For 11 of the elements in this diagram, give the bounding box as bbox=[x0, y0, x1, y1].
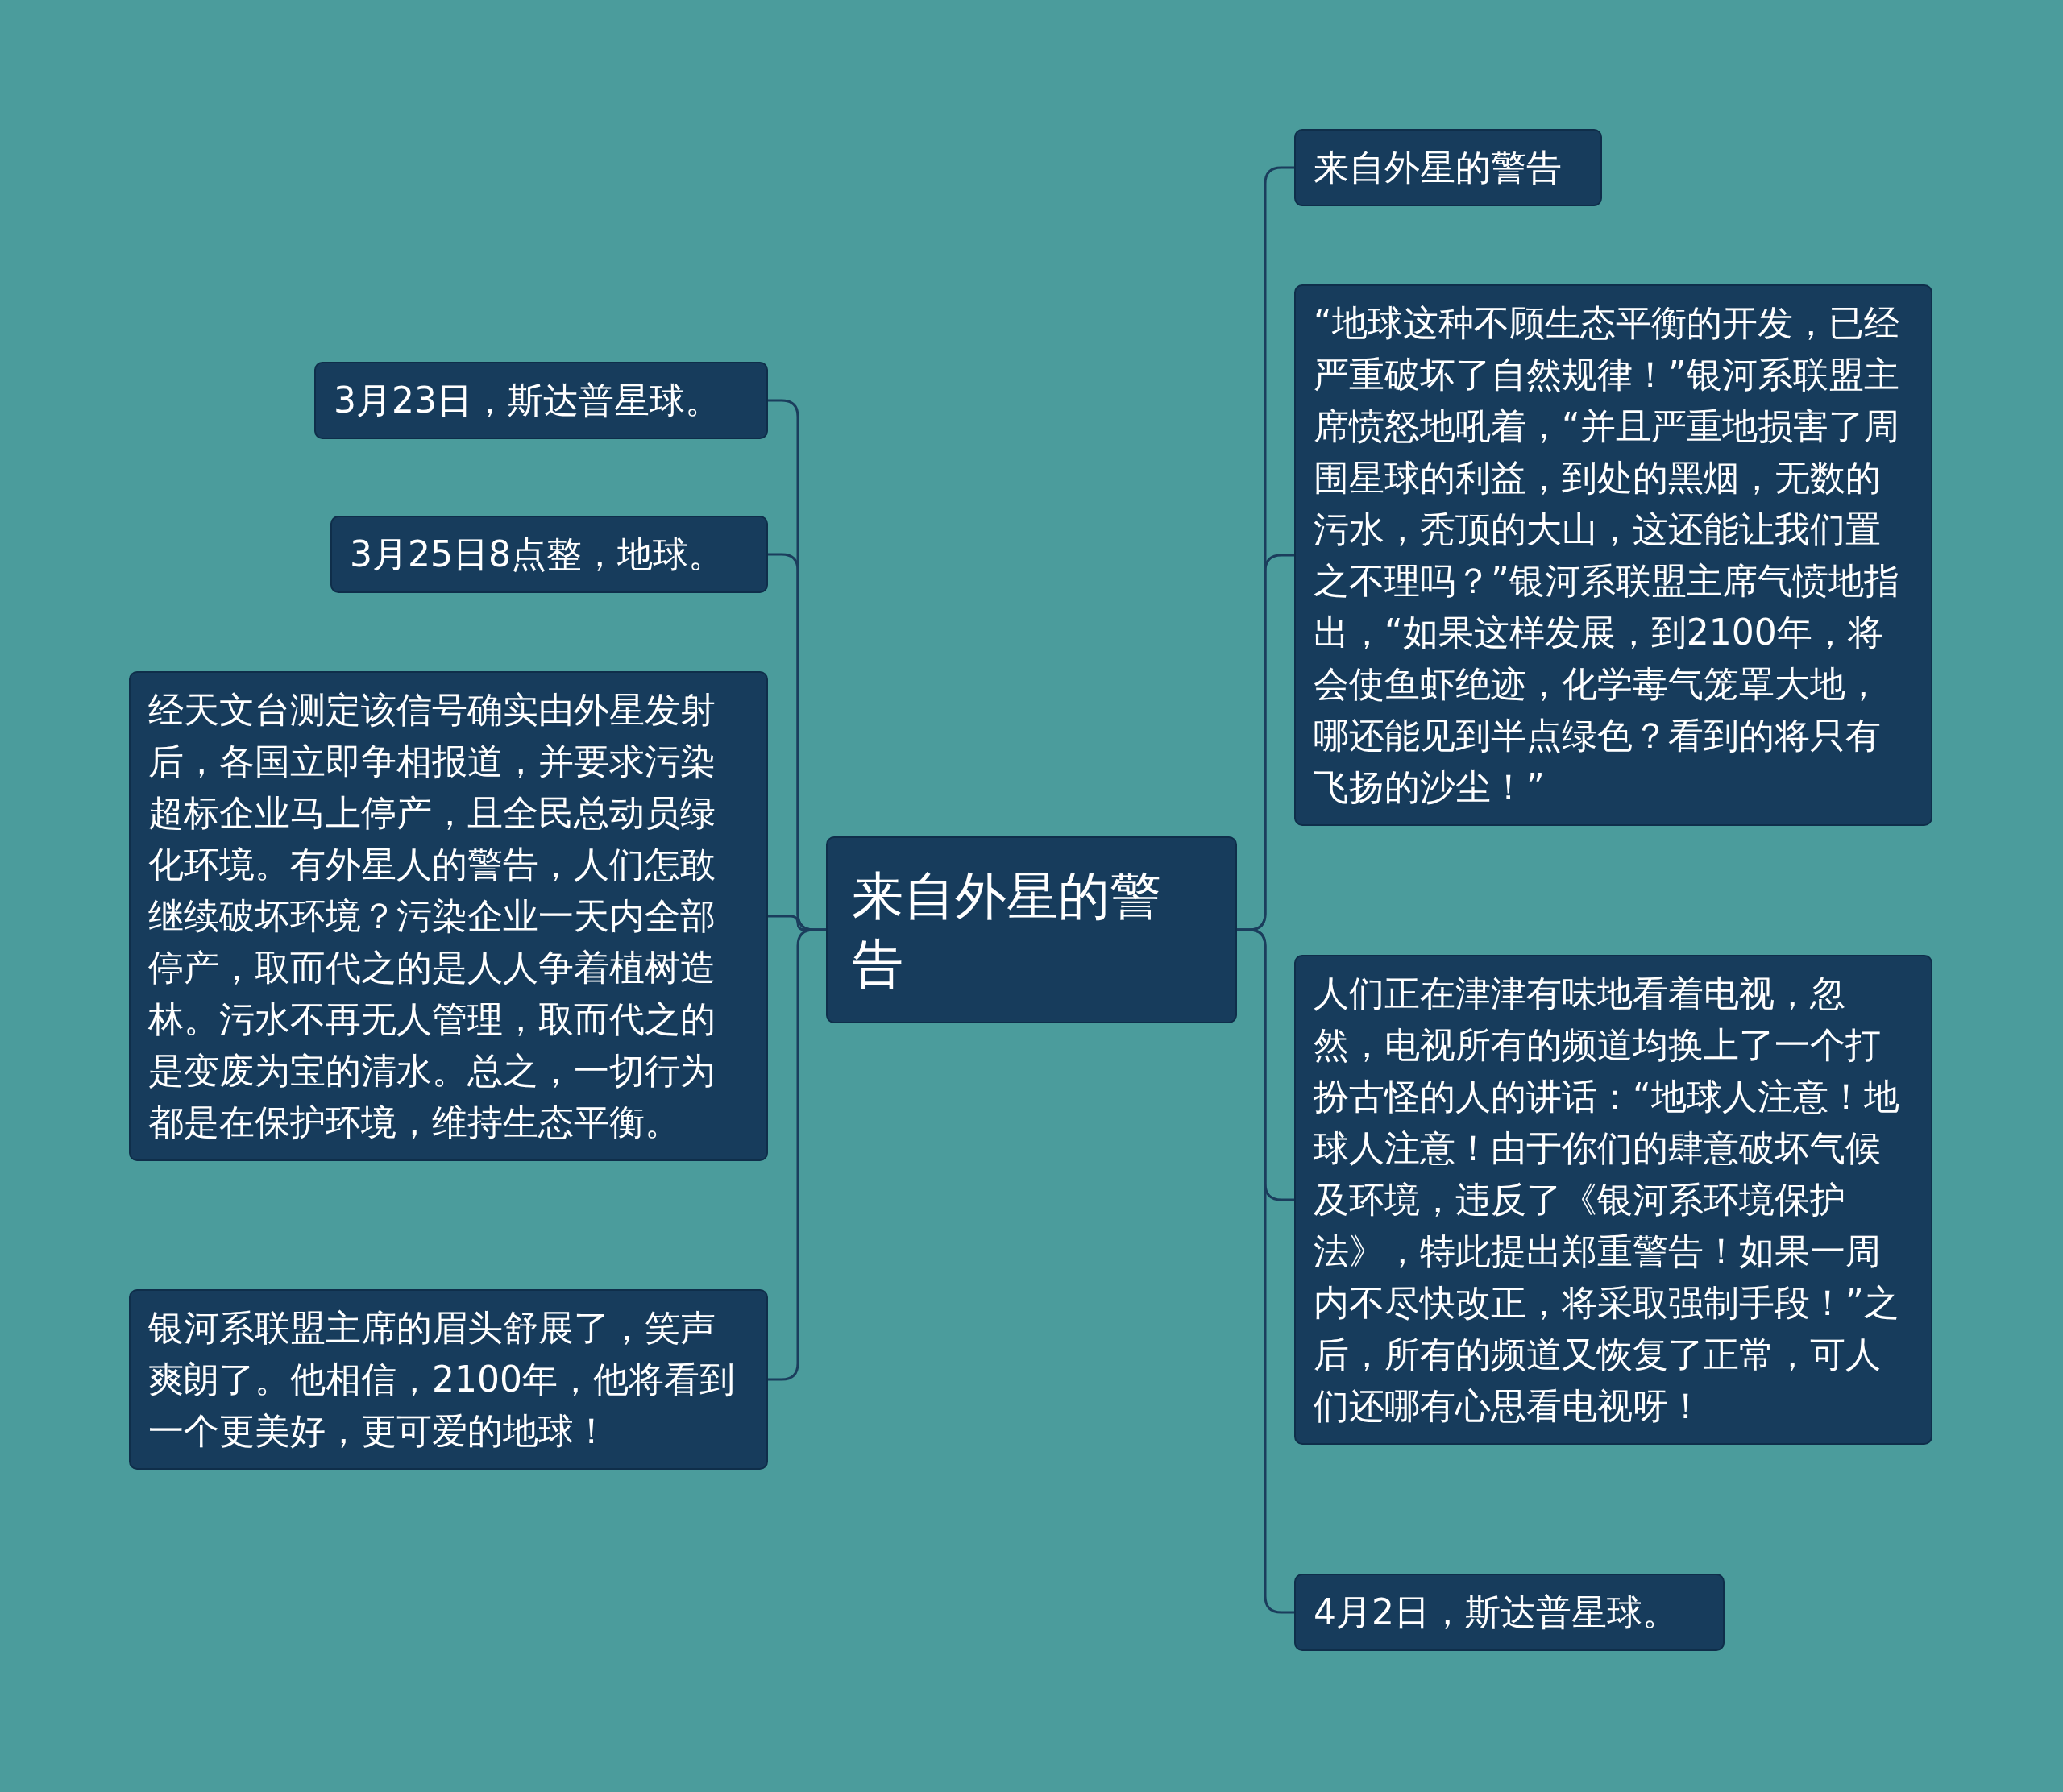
topic-box: 银河系联盟主席的眉头舒展了，笑声爽朗了。他相信，2100年，他将看到一个更美好，更可爱的地球！ bbox=[129, 1289, 768, 1470]
topic-box: 来自外星的警告 bbox=[1294, 129, 1602, 206]
topic-box: 经天文台测定该信号确实由外星发射后，各国立即争相报道，并要求污染超标企业马上停产，且全民总动员绿化环境。有外星人的警告，人们怎敢继续破坏环境？污染企业一天内全部停产，取而代之的是人人争着植树造林。污水不再无人管理，取而代之的是变废为宝的清水。总之，一切行为都是在保护环境，维持生态平衡。 bbox=[129, 671, 768, 1161]
topic-box: 3月25日8点整，地球。 bbox=[330, 516, 768, 593]
topic-box: 4月2日，斯达普星球。 bbox=[1294, 1574, 1725, 1651]
topic-box: 人们正在津津有味地看着电视，忽然，电视所有的频道均换上了一个打扮古怪的人的讲话：“地球人注意！地球人注意！由于你们的肆意破坏气候及环境，违反了《银河系环境保护法》，特此提出郑重警告！如果一周内不尽快改正，将采取强制手段！”之后，所有的频道又恢复了正常，可人们还哪有心思看电视呀！ bbox=[1294, 955, 1932, 1445]
central-topic-box: 来自外星的警告 bbox=[826, 836, 1237, 1023]
connector-line bbox=[768, 928, 826, 1381]
connector-line bbox=[1237, 928, 1294, 1614]
topic-box: 3月23日，斯达普星球。 bbox=[314, 362, 768, 439]
topic-box: “地球这种不顾生态平衡的开发，已经严重破坏了自然规律！”银河系联盟主席愤怒地吼着，“并且严重地损害了周围星球的利益，到处的黑烟，无数的污水，秃顶的大山，这还能让我们置之不理吗？”银河系联盟主席气愤地指出，“如果这样发展，到2100年，将会使鱼虾绝迹，化学毒气笼罩大地，哪还能见到半点绿色？看到的将只有飞扬的沙尘！” bbox=[1294, 284, 1932, 826]
